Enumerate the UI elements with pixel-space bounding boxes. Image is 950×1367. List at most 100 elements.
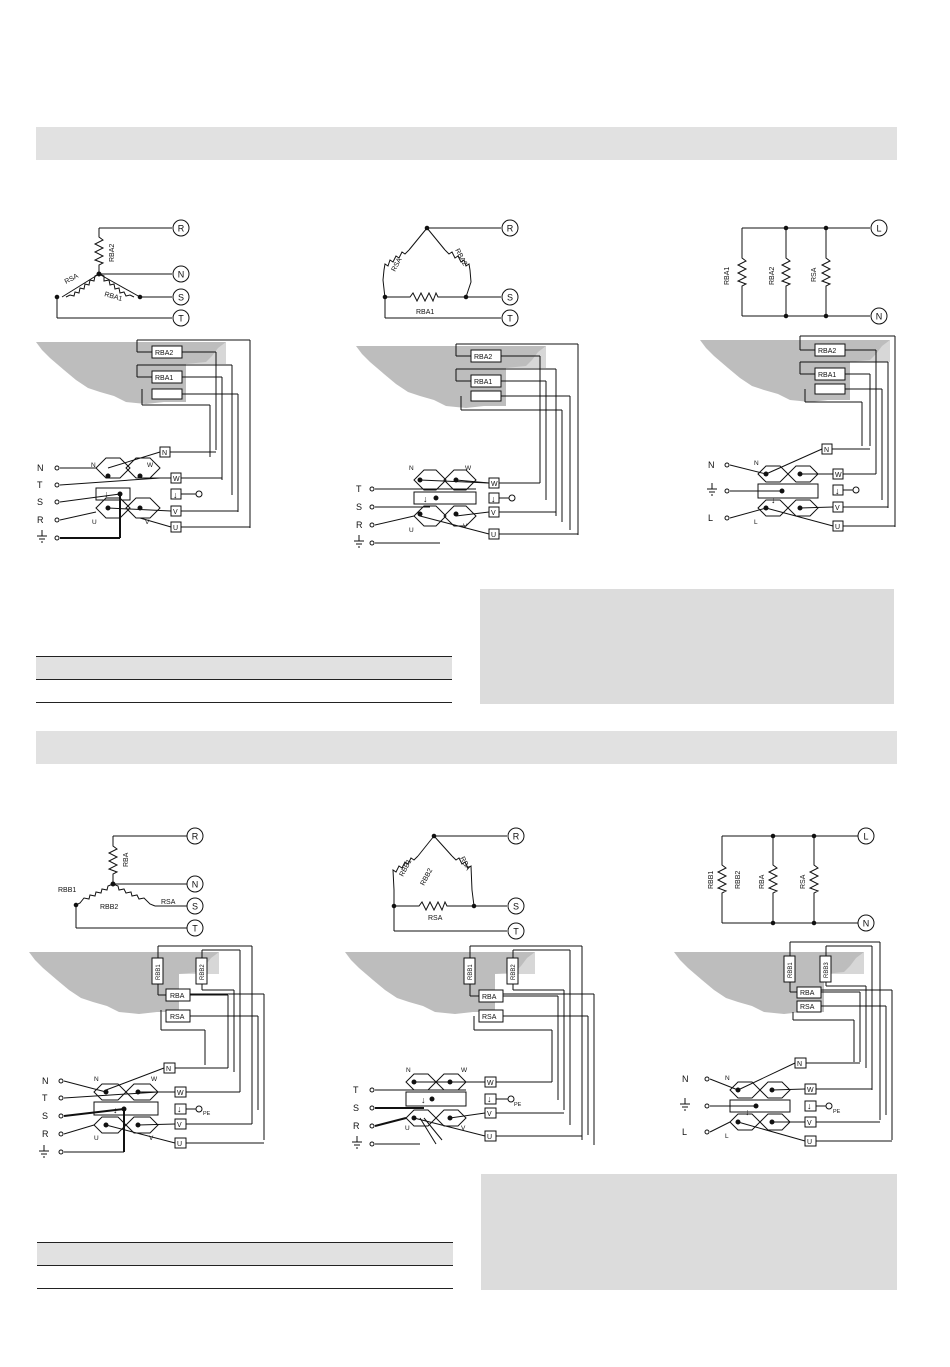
side-label-T: T [37, 480, 43, 490]
resistor-label-rbb1: RBB1 [58, 887, 76, 894]
box-label-rsa: RSA [482, 1014, 497, 1021]
box-label-rba: RBA [170, 993, 185, 1000]
box-label-rba1: RBA1 [818, 372, 836, 379]
earth-arrow-icon: ↓ [771, 495, 776, 505]
box-label-rba2: RBA2 [818, 348, 836, 355]
terminal-T: T [513, 927, 519, 937]
box-label-rba2: RBA2 [474, 354, 492, 361]
box-label-rsa: RSA [800, 1004, 815, 1011]
terminal-S: S [192, 902, 198, 912]
resistor-label-rba1: RBA1 [724, 267, 731, 285]
box-label-rbb2: RBB2 [511, 964, 517, 980]
bridge-label-W: W [147, 462, 154, 469]
resistor-label-rsa: RSA [800, 874, 807, 889]
s1-mono-schematic [737, 219, 888, 325]
resistor-label-rba2: RBA2 [109, 244, 116, 262]
block-label-W: W [807, 1087, 814, 1094]
side-label-S: S [42, 1111, 48, 1121]
box-label-rbb1: RBB1 [468, 964, 474, 980]
box-label-rbb1: RBB1 [156, 964, 162, 980]
side-label-N: N [682, 1074, 689, 1084]
bridge-label-L: L [754, 519, 758, 526]
terminal-T: T [507, 314, 513, 324]
block-label-V: V [173, 509, 178, 516]
side-label-N: N [708, 460, 715, 470]
side-label-S: S [37, 497, 43, 507]
section-2-note-box [481, 1174, 897, 1290]
terminal-N: N [192, 880, 199, 890]
terminal-T: T [192, 924, 198, 934]
block-label-PE: PE [833, 1109, 841, 1115]
block-label-N: N [797, 1061, 802, 1068]
bridge-label-V: V [149, 1135, 154, 1142]
bridge-label-W: W [151, 1076, 158, 1083]
bridge-label-L: L [725, 1133, 729, 1140]
earth-arrow-icon: ↓ [104, 489, 109, 499]
resistor-label-rba: RBA [123, 852, 130, 867]
earth-arrow-icon: ↓ [421, 1095, 426, 1105]
box-label-rsa: RSA [170, 1014, 185, 1021]
box-label-rbb1: RBB1 [788, 962, 794, 978]
block-label-PE: PE [514, 1102, 522, 1108]
side-label-L: L [682, 1127, 687, 1137]
side-label-R: R [356, 520, 363, 530]
s1-delta-schematic [382, 219, 519, 327]
block-label-V: V [177, 1122, 182, 1129]
bridge-label-V: V [145, 519, 150, 526]
box-label-rbb3: RBB3 [824, 962, 830, 978]
resistor-label-rbb2: RBB2 [735, 871, 742, 889]
resistor-label-rsa: RSA [428, 915, 443, 922]
bridge-label-N: N [409, 465, 414, 472]
s1-mono-wiring [699, 335, 896, 532]
block-label-U: U [177, 1141, 182, 1148]
block-label-V: V [491, 510, 496, 517]
side-label-T: T [42, 1093, 48, 1103]
table-row [37, 1265, 453, 1289]
s2-mono-wiring [673, 941, 893, 1147]
block-label-N: N [166, 1066, 171, 1073]
side-label-N: N [37, 463, 44, 473]
resistor-label-rba: RBA [759, 874, 766, 889]
s2-delta-wiring [344, 945, 595, 1149]
table-header-row [37, 1242, 453, 1266]
s2-star-wiring [28, 945, 265, 1158]
section-1-header-band [36, 127, 897, 160]
section-1-spec-table [36, 656, 452, 703]
block-label-V: V [807, 1120, 812, 1127]
section-1-note-box [480, 589, 894, 704]
terminal-N: N [863, 919, 870, 929]
block-label-U: U [173, 525, 178, 532]
resistor-label-rba2: RBA2 [769, 267, 776, 285]
bridge-label-U: U [94, 1135, 99, 1142]
s1-delta-wiring [354, 343, 579, 548]
s2-star-schematic [73, 827, 204, 937]
terminal-R: R [513, 832, 520, 842]
earth-arrow-icon: ↓ [177, 1104, 182, 1114]
side-label-R: R [353, 1121, 360, 1131]
earth-arrow-icon: ↓ [835, 486, 840, 496]
bridge-label-N: N [406, 1067, 411, 1074]
box-label-rbb2: RBB2 [200, 964, 206, 980]
block-label-U: U [487, 1134, 492, 1141]
side-label-T: T [353, 1085, 359, 1095]
resistor-label-rbb1: RBB1 [399, 858, 414, 878]
earth-arrow-icon: ↓ [423, 494, 428, 504]
side-label-S: S [356, 502, 362, 512]
side-label-S: S [353, 1103, 359, 1113]
s2-mono-schematic [717, 827, 875, 932]
terminal-L: L [876, 224, 881, 234]
block-label-W: W [177, 1090, 184, 1097]
earth-arrow-icon: ↓ [745, 1107, 750, 1117]
side-label-T: T [356, 484, 362, 494]
bridge-label-U: U [409, 527, 414, 534]
block-label-W: W [173, 476, 180, 483]
resistor-label-rbb1: RBB1 [708, 871, 715, 889]
resistor-label-rbb2: RBB2 [100, 904, 118, 911]
block-label-U: U [807, 1139, 812, 1146]
resistor-label-rsa: RSA [161, 899, 176, 906]
box-label-rba1: RBA1 [155, 375, 173, 382]
s1-star-wiring [35, 339, 251, 543]
box-label-rba2: RBA2 [155, 350, 173, 357]
resistor-label-rsa: RSA [64, 273, 80, 286]
